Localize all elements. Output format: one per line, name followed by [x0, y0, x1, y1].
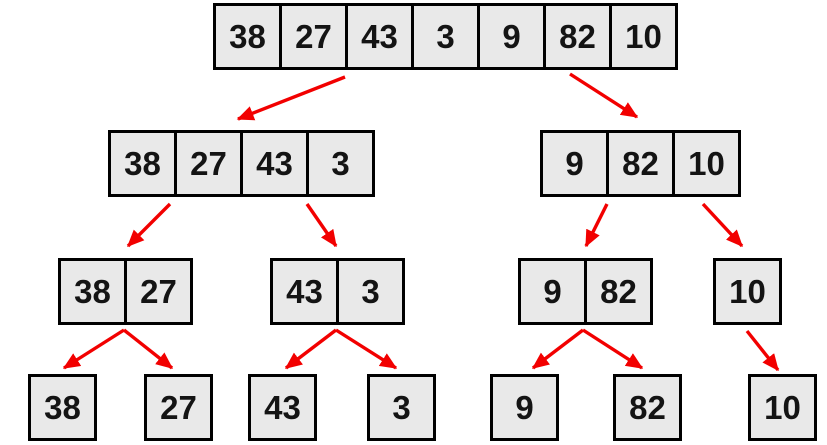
array-node-leaf-38: 38 [28, 374, 97, 441]
array-node-leaf-82: 82 [613, 374, 682, 441]
array-node-leaf-9: 9 [490, 374, 559, 441]
array-node-leaf-43: 43 [248, 374, 317, 441]
array-cell: 9 [543, 133, 609, 194]
split-arrow [745, 329, 780, 372]
array-cell: 43 [243, 133, 309, 194]
array-cell: 43 [348, 6, 414, 67]
array-node-single-10: 10 [713, 258, 782, 325]
array-cell: 3 [414, 6, 480, 67]
array-node-pair-43-3: 43 3 [270, 258, 405, 325]
array-node-left-half: 38 27 43 3 [108, 130, 375, 197]
split-arrow [284, 328, 338, 370]
array-cell: 27 [140, 272, 177, 310]
array-cell: 38 [111, 133, 177, 194]
array-cell: 43 [264, 388, 301, 426]
array-cell: 82 [546, 6, 612, 67]
array-node-leaf-10: 10 [748, 374, 817, 441]
array-cell: 10 [764, 388, 801, 426]
array-cell: 3 [361, 272, 380, 310]
split-arrow [236, 75, 346, 121]
split-arrow [584, 203, 609, 248]
split-arrow [701, 202, 744, 248]
array-cell: 38 [216, 6, 282, 67]
split-arrow [126, 202, 172, 248]
array-node-right-half: 9 82 10 [540, 130, 741, 197]
array-cell: 9 [515, 388, 534, 426]
split-arrow [335, 328, 398, 370]
array-node-leaf-3: 3 [367, 374, 436, 441]
array-node-root: 38 27 43 3 9 82 10 [213, 3, 678, 70]
array-cell: 3 [392, 388, 411, 426]
array-cell: 27 [177, 133, 243, 194]
array-cell: 3 [331, 144, 350, 182]
split-arrow [569, 72, 639, 119]
array-cell: 10 [625, 17, 662, 55]
split-arrow [582, 328, 644, 370]
split-arrow [305, 203, 338, 248]
array-cell: 43 [273, 261, 339, 322]
array-node-pair-9-82: 9 82 [518, 258, 653, 325]
array-cell: 82 [609, 133, 675, 194]
array-cell: 38 [61, 261, 127, 322]
split-arrow [62, 328, 125, 370]
array-cell: 9 [480, 6, 546, 67]
array-cell: 10 [688, 144, 725, 182]
split-arrow [531, 328, 585, 370]
array-node-leaf-27: 27 [144, 374, 213, 441]
split-arrow [122, 328, 174, 370]
array-cell: 9 [521, 261, 587, 322]
array-cell: 38 [44, 388, 81, 426]
array-node-pair-38-27: 38 27 [58, 258, 193, 325]
array-cell: 27 [160, 388, 197, 426]
array-cell: 27 [282, 6, 348, 67]
array-cell: 82 [629, 388, 666, 426]
array-cell: 82 [600, 272, 637, 310]
array-cell: 10 [729, 272, 766, 310]
